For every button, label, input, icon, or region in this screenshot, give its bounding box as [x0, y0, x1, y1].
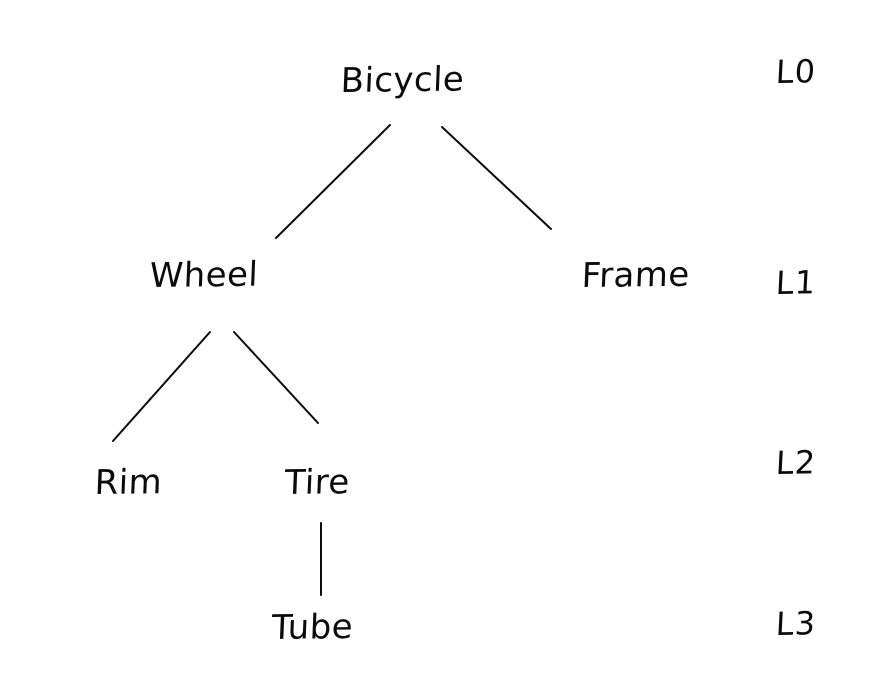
node-frame[interactable]: Frame [580, 254, 691, 296]
node-wheel[interactable]: Wheel [148, 254, 260, 296]
edge-wheel-rim [112, 331, 211, 442]
edge-bicycle-wheel [275, 124, 391, 239]
level-label-l3: L3 [774, 604, 818, 643]
level-label-l0: L0 [774, 52, 818, 91]
edge-wheel-tire [233, 331, 319, 424]
edge-bicycle-frame [441, 126, 552, 230]
node-tube[interactable]: Tube [270, 607, 354, 648]
node-bicycle[interactable]: Bicycle [339, 59, 466, 101]
level-label-l2: L2 [774, 443, 818, 482]
level-label-l1: L1 [774, 263, 818, 302]
node-rim[interactable]: Rim [93, 462, 163, 503]
node-tire[interactable]: Tire [283, 462, 351, 503]
